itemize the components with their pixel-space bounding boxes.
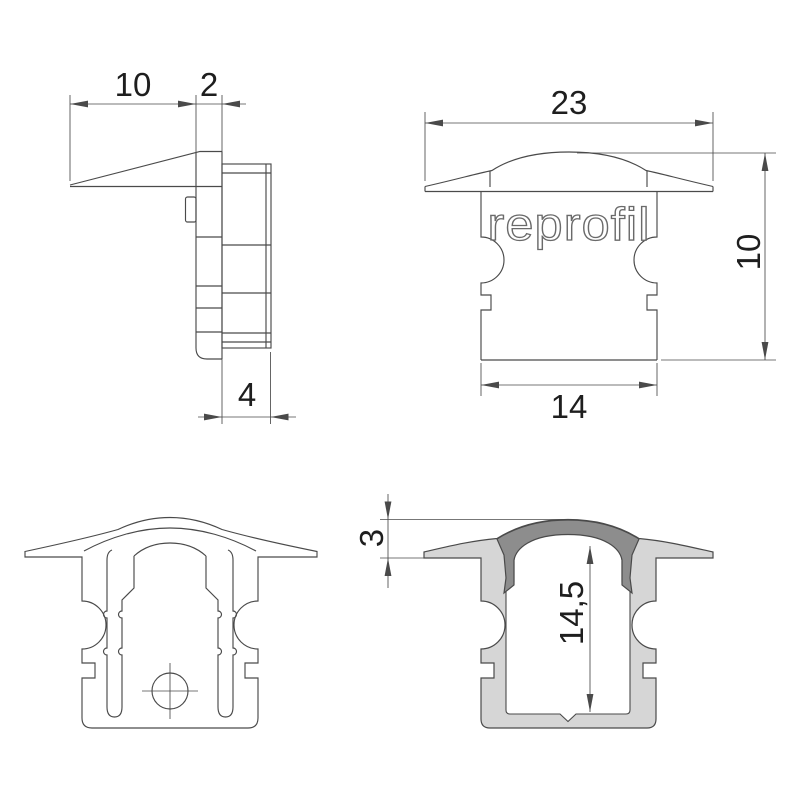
front-view-outline [424, 151, 714, 361]
dim-inner-height: 14,5 [553, 581, 590, 645]
dimension-arrows [425, 119, 769, 389]
dim-side-flange-width: 10 [115, 66, 152, 103]
cover-diffuser [496, 519, 640, 595]
dim-cover-height: 3 [353, 529, 390, 547]
dim-side-insert-depth: 4 [238, 376, 256, 413]
side-view: 10 2 4 [69, 66, 296, 424]
dim-side-plate-thickness: 2 [200, 66, 218, 103]
dim-front-total-width: 23 [551, 84, 588, 121]
dimension-lines [69, 95, 296, 424]
reprofil-logo: reprofil [488, 198, 651, 250]
dimension-lines [424, 112, 776, 396]
side-view-outline [69, 150, 272, 360]
profile-back-view [24, 516, 318, 729]
dimension-arrows [70, 100, 289, 421]
profile-section-view: 3 14,5 [353, 494, 714, 729]
dim-front-body-width: 14 [551, 388, 588, 425]
screw-hole [142, 663, 198, 719]
back-view-outline [24, 516, 318, 729]
dimension-arrows [384, 501, 594, 712]
dim-front-height: 10 [730, 234, 767, 271]
front-view: 23 14 10 reprofil [424, 84, 776, 425]
